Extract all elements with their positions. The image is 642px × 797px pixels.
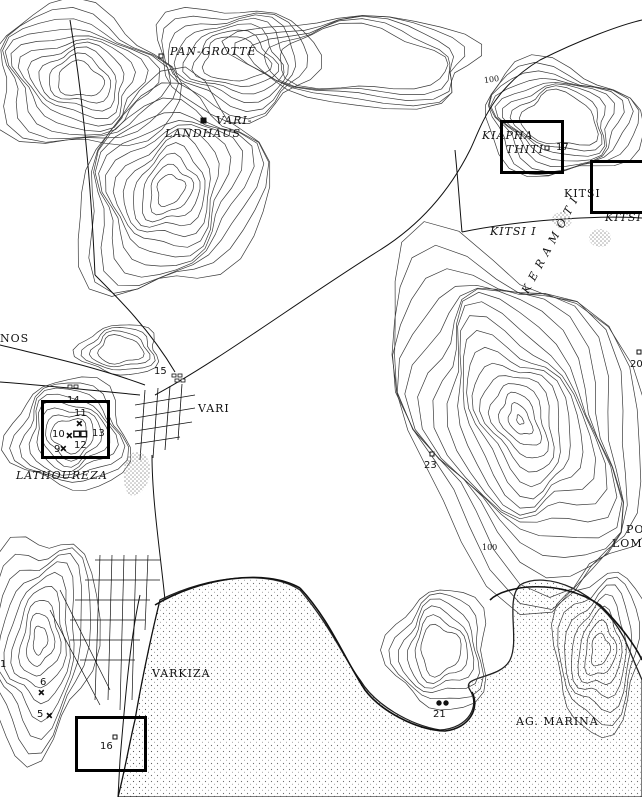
label-kitsi-i: KITSI I (490, 225, 537, 238)
site-number-13: 13 (92, 428, 105, 439)
vari-landhaus-marker (200, 117, 207, 124)
site-number-12: 12 (74, 440, 87, 451)
svg-text:×: × (66, 431, 73, 440)
label-ag-marina: AG. MARINA (516, 715, 599, 728)
highlight-box-varkiza-16 (75, 716, 147, 772)
contour-label-100-south: 100 (482, 543, 498, 552)
label-kiapha-1: KIAPHA (482, 129, 534, 142)
label-lom: LOM (612, 537, 642, 550)
site-number-23: 23 (424, 460, 437, 471)
contour-lines (0, 0, 642, 768)
site-number-6: 6 (40, 677, 47, 688)
site-number-9: 9 (54, 444, 61, 455)
site-number-5: 5 (37, 709, 44, 720)
svg-text:×: × (60, 444, 67, 453)
site-markers: × × □ □ × × × (38, 53, 642, 740)
label-kiapha-2: THITI (506, 143, 544, 156)
highlight-box-kiapha-thiti (500, 120, 564, 174)
coastline (154, 576, 642, 732)
svg-text:□: □ (80, 429, 88, 438)
site-number-10: 10 (52, 429, 65, 440)
svg-text:×: × (76, 419, 83, 428)
street-grid-vari (134, 383, 196, 461)
label-kitsi: KITSI (564, 187, 601, 200)
roads (0, 19, 642, 797)
label-po: PO (626, 523, 642, 536)
label-vari-landhaus-1: VARI- (216, 114, 253, 127)
label-vari: VARI (198, 402, 230, 415)
site-number-11: 11 (74, 408, 87, 419)
highlight-box-lathoureza (41, 400, 110, 459)
svg-text:×: × (38, 688, 45, 697)
site-patches (123, 212, 611, 496)
label-varkiza: VARKIZA (152, 667, 211, 680)
label-vari-landhaus-2: LANDHAUS (165, 127, 242, 140)
svg-text:□: □ (73, 429, 81, 438)
site-number-1: 1 (0, 659, 7, 670)
label-kitsi-cut: KITSI (605, 211, 642, 224)
label-nos: NOS (0, 332, 30, 345)
site-number-21: 21 (433, 709, 446, 720)
label-pan-grotte: PAN-GROTTE (170, 45, 257, 58)
highlight-box-kitsi (590, 160, 642, 214)
site-number-15: 15 (154, 366, 167, 377)
svg-text:×: × (46, 711, 53, 720)
site-number-20: 20 (630, 359, 642, 370)
site-number-16: 16 (100, 741, 113, 752)
sea-area (117, 577, 642, 797)
street-grid-varkiza (49, 554, 160, 711)
label-lathoureza: LATHOUREZA (16, 469, 108, 482)
pan-grotte-marker (158, 53, 164, 59)
